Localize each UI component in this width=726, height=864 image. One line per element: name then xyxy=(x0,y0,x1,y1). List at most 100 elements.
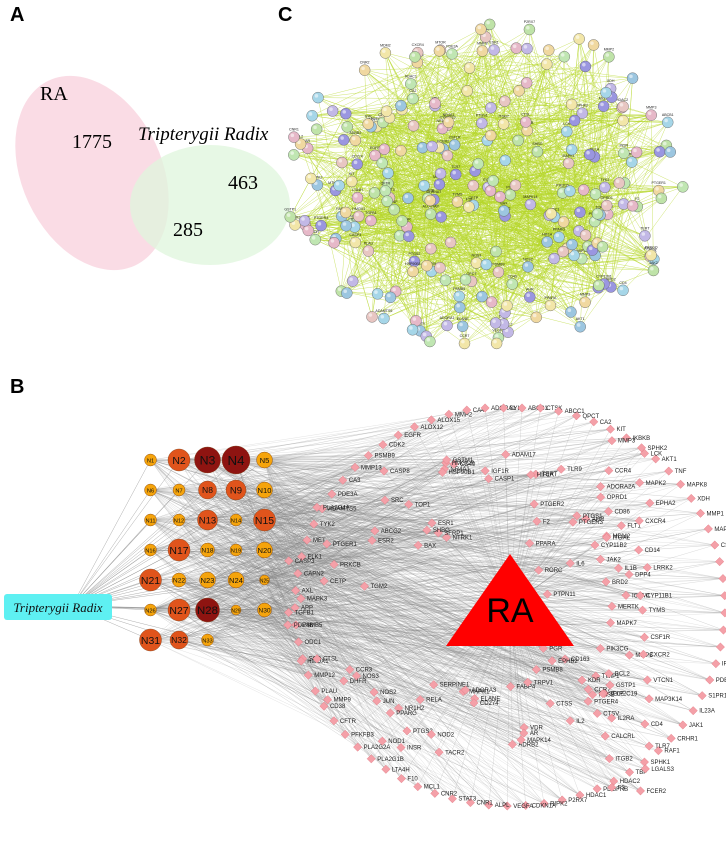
ppi-edge xyxy=(434,36,486,104)
target-label: PFKFB3 xyxy=(351,732,374,738)
target-node: PPARA xyxy=(525,538,556,548)
target-node: LRRK2 xyxy=(642,563,673,573)
target-label: P2RX7 xyxy=(568,798,588,804)
target-label: PPARG xyxy=(396,711,417,717)
target-label: NOD2 xyxy=(437,732,454,738)
target-label: MMP12 xyxy=(314,673,335,679)
ingredient-node: N29 xyxy=(230,604,242,616)
ingredient-label: N6 xyxy=(147,489,154,495)
target-node: MCL1 xyxy=(413,782,440,792)
target-node: CXCR2 xyxy=(638,649,670,659)
target-node: ADAM17 xyxy=(501,449,537,459)
target-label: EGFR xyxy=(404,433,421,439)
ppi-edge xyxy=(610,182,620,287)
target-node: PLAU xyxy=(310,686,337,696)
ppi-edge xyxy=(345,113,492,303)
ppi-edge xyxy=(464,270,654,344)
target-node: CYP11B2 xyxy=(590,540,627,550)
target-label: CAPN2 xyxy=(304,571,325,577)
target-node: EGFR xyxy=(393,430,422,440)
target-label: JAK1 xyxy=(689,723,704,729)
target-node: TACR2 xyxy=(434,747,465,757)
target-label: CETP xyxy=(330,579,346,585)
target-label: CASP1 xyxy=(495,477,515,483)
ingredient-label: N1 xyxy=(147,459,154,465)
ppi-edge xyxy=(368,123,659,191)
ingredient-node: N17 xyxy=(167,538,191,562)
target-node: MMP12 xyxy=(303,670,336,680)
target-node: ESR2 xyxy=(367,536,394,545)
target-label: ADAM17 xyxy=(512,452,537,458)
target-label: IL23A xyxy=(699,709,715,715)
ingredient-label: N17 xyxy=(169,546,188,557)
target-label: PTGS1 xyxy=(583,514,603,520)
target-label: ESR2 xyxy=(378,539,394,545)
target-label: PDE4A xyxy=(716,678,726,684)
ingredient-node: N16 xyxy=(144,543,157,557)
target-label: RELA xyxy=(426,698,442,704)
target-node: RORC xyxy=(534,565,563,575)
target-node: OPRD1 xyxy=(596,492,628,502)
target-label: MAPK14 xyxy=(527,738,551,744)
ingredient-label: N7 xyxy=(175,489,182,495)
target-node: IGF1R xyxy=(480,466,510,476)
target-node: ODC1 xyxy=(294,637,322,647)
target-label: LRRK2 xyxy=(653,566,673,572)
ppi-edge xyxy=(498,56,610,273)
ingredient-node: N11 xyxy=(144,513,157,527)
target-label: IL2 xyxy=(576,719,585,725)
target-label: CCR3 xyxy=(356,668,373,674)
target-label: BRD2 xyxy=(612,580,629,586)
target-node: CXCR4 xyxy=(634,516,666,526)
ingredient-node: N21 xyxy=(139,568,162,592)
target-node: ABCG2 xyxy=(370,526,402,536)
ingredient-node: N23 xyxy=(199,571,216,589)
target-node: PPARG xyxy=(385,708,417,718)
ingredient-label: N25 xyxy=(260,579,269,585)
target-label: ESR1 xyxy=(438,521,454,527)
ingredient-node: N28 xyxy=(195,597,220,623)
target-label: STAT3 xyxy=(458,797,476,803)
target-node: NOD2 xyxy=(426,729,455,739)
target-node: MERTK xyxy=(607,601,639,611)
target-label: LGALS3 xyxy=(651,767,674,773)
target-label: SPHK1 xyxy=(650,760,670,766)
ingredient-node: N14 xyxy=(229,513,243,527)
target-node: IL6 xyxy=(565,558,585,568)
ingredient-label: N2 xyxy=(172,456,186,467)
ingredient-label: N29 xyxy=(231,609,240,615)
target-node: LTA4H xyxy=(381,764,410,774)
target-node: JAK1 xyxy=(678,720,704,730)
target-node: CA3 xyxy=(338,475,361,485)
ingredient-node: N2 xyxy=(167,448,191,472)
target-node: CAPN2 xyxy=(293,568,325,578)
target-node: BAX xyxy=(413,540,436,550)
target-label: F3 xyxy=(618,785,626,791)
target-label: SELE xyxy=(609,692,624,698)
ppi-edge xyxy=(471,281,530,298)
target-label: AXL xyxy=(302,589,314,595)
target-node: TNF xyxy=(664,466,687,476)
target-label: PLAU xyxy=(321,689,337,695)
ppi-edge xyxy=(550,154,590,214)
target-label: SHBG xyxy=(433,528,450,534)
target-label: MMP1 xyxy=(707,511,725,517)
target-node: IL2RA xyxy=(607,713,634,723)
ppi-edge xyxy=(439,50,652,116)
target-label: PTPN11 xyxy=(553,592,576,598)
ingredient-node: N13 xyxy=(197,509,218,531)
ingredient-node: N31 xyxy=(139,628,162,652)
target-node: JAK2 xyxy=(595,554,621,564)
target-node: MAPK8 xyxy=(676,479,708,489)
target-node: VTCN1 xyxy=(642,675,674,685)
target-label: PSMB9 xyxy=(374,453,395,459)
target-label: CD86 xyxy=(615,509,631,515)
target-node: PTGER3 xyxy=(568,517,604,527)
target-node: MTOR xyxy=(718,625,726,635)
target-node: IL2 xyxy=(565,716,585,726)
target-node: CFTR xyxy=(329,716,357,726)
target-node: EPHB2 xyxy=(547,656,578,666)
ppi-edge xyxy=(351,181,432,272)
target-node: CD4 xyxy=(640,719,664,729)
target-label: MMP2 xyxy=(455,412,473,418)
